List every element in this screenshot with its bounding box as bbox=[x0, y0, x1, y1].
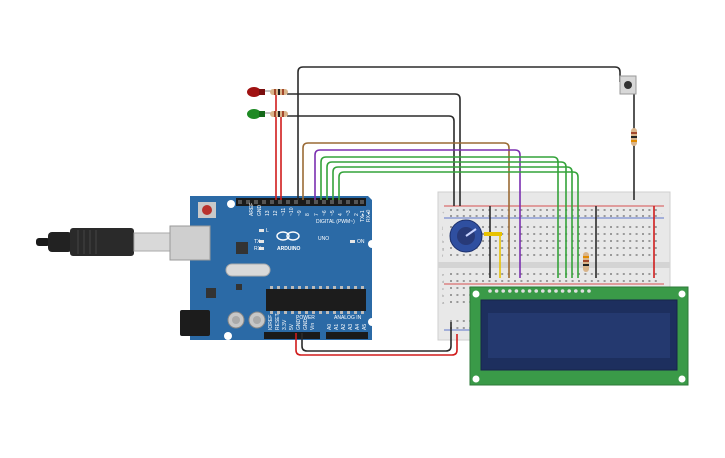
wire-green-3 bbox=[332, 166, 573, 278]
analog-pin-a3: A3 bbox=[348, 324, 354, 330]
pin-label-7: 7 bbox=[314, 213, 320, 216]
resistor-lcd-backlight[interactable] bbox=[583, 252, 589, 272]
potentiometer[interactable] bbox=[449, 219, 502, 253]
resistor-led-red[interactable] bbox=[270, 89, 288, 95]
pin-label-9: ~9 bbox=[297, 210, 303, 216]
wire-green-4 bbox=[338, 171, 579, 278]
lcd-16x2[interactable] bbox=[469, 286, 689, 386]
power-header bbox=[264, 332, 320, 339]
analog-pin-a0: A0 bbox=[327, 324, 333, 330]
pin-label-11: ~11 bbox=[281, 208, 287, 216]
wire-green-2 bbox=[326, 161, 567, 278]
pin-label-4: 4 bbox=[338, 213, 344, 216]
row-f: f bbox=[442, 253, 444, 258]
led-label-l: L bbox=[266, 228, 269, 234]
digital-header-label: DIGITAL (PWM~) bbox=[316, 219, 355, 225]
pin-label-12: 12 bbox=[273, 210, 279, 216]
row-e: e bbox=[442, 272, 445, 277]
arduino-logo-text: ARDUINO bbox=[277, 246, 300, 252]
pushbutton[interactable] bbox=[619, 75, 637, 95]
wire-brown bbox=[302, 142, 510, 278]
power-jack bbox=[180, 310, 210, 336]
rail-minus-top: - bbox=[661, 210, 663, 215]
rail-plus-top: + bbox=[442, 210, 445, 215]
wire-led1-gnd bbox=[287, 93, 461, 206]
power-pin-5v: 5V bbox=[289, 323, 295, 330]
pin-label-13: 13 bbox=[265, 210, 271, 216]
power-pin-ioref: IOREF bbox=[268, 315, 274, 330]
row-h: h bbox=[442, 239, 444, 244]
pin-label-5: ~5 bbox=[330, 210, 336, 216]
pin-label-aref: AREF bbox=[249, 203, 255, 216]
red-led[interactable] bbox=[247, 87, 272, 97]
led-label-rx: RX bbox=[254, 246, 262, 252]
row-j: j bbox=[441, 225, 443, 230]
pin-label-gnd: GND bbox=[257, 205, 263, 217]
row-c: c bbox=[442, 286, 444, 291]
usb-b-port bbox=[169, 225, 211, 261]
power-pin-reset: RESET bbox=[275, 313, 281, 330]
wire-green-1 bbox=[320, 156, 559, 278]
usb-cable[interactable] bbox=[36, 228, 171, 256]
wire-gnd bbox=[301, 322, 452, 352]
analog-pin-a1: A1 bbox=[334, 324, 340, 330]
reset-button[interactable] bbox=[202, 205, 212, 215]
wire-5v bbox=[295, 333, 458, 356]
arduino-logo-icon bbox=[276, 231, 290, 241]
atmega-chip bbox=[266, 289, 366, 311]
pin-label-tx: TX▸1 bbox=[360, 210, 366, 222]
wire-purple bbox=[314, 149, 521, 278]
digital-header bbox=[236, 198, 366, 206]
pin-label-3: ~3 bbox=[346, 210, 352, 216]
power-pin-3v3: 3.3V bbox=[282, 319, 288, 330]
pin-label-2: 2 bbox=[354, 213, 360, 216]
arduino-uno-board[interactable]: AREF GND 13 12 ~11 ~10 ~9 8 7 ~6 ~5 4 ~3… bbox=[169, 196, 376, 340]
power-pin-vin: Vin bbox=[310, 323, 316, 330]
power-pin-gnd2: GND bbox=[303, 319, 309, 331]
green-led[interactable] bbox=[247, 109, 272, 119]
led-label-on: ON bbox=[357, 239, 365, 245]
wire-led2-gnd bbox=[287, 115, 455, 206]
analog-pin-a5: A5 bbox=[362, 324, 368, 330]
crystal bbox=[225, 263, 271, 277]
row-b: b bbox=[442, 293, 445, 298]
wires bbox=[275, 66, 655, 356]
analog-label: ANALOG IN bbox=[334, 315, 362, 321]
lcd-pin-header bbox=[488, 289, 591, 293]
breadboard-center-channel bbox=[438, 262, 670, 268]
usb-chip bbox=[236, 242, 248, 254]
power-label: POWER bbox=[296, 315, 315, 321]
row-g: g bbox=[442, 246, 444, 251]
row-d: d bbox=[442, 279, 444, 284]
resistor-led-green[interactable] bbox=[270, 111, 288, 117]
analog-pin-a2: A2 bbox=[341, 324, 347, 330]
pin-label-rx: RX◂0 bbox=[366, 210, 372, 222]
power-pin-gnd1: GND bbox=[296, 319, 302, 331]
analog-pin-a4: A4 bbox=[355, 324, 361, 330]
pin-label-6: ~6 bbox=[322, 210, 328, 216]
row-i: i bbox=[442, 232, 443, 237]
row-a: a bbox=[442, 300, 445, 305]
pin-label-10: ~10 bbox=[289, 207, 295, 216]
lcd-screen bbox=[488, 313, 670, 358]
pin-label-8: 8 bbox=[305, 213, 311, 216]
wire-button-signal bbox=[297, 66, 621, 200]
analog-header bbox=[326, 332, 368, 339]
arduino-model-text: UNO bbox=[318, 236, 329, 242]
resistor-button[interactable] bbox=[631, 128, 637, 146]
led-label-tx: TX bbox=[254, 239, 261, 245]
